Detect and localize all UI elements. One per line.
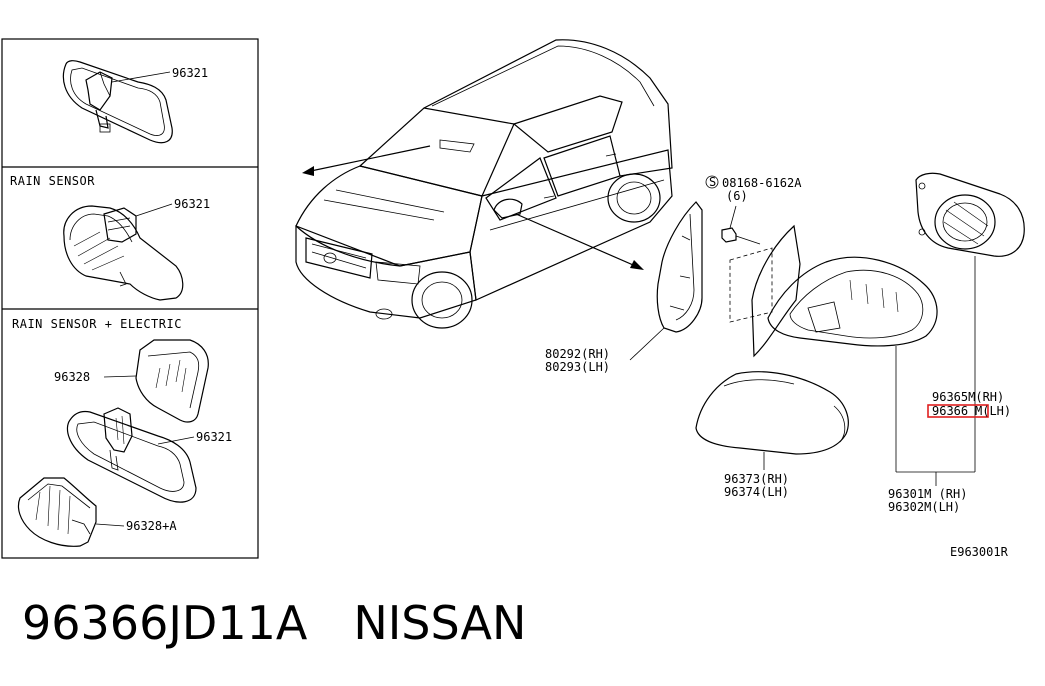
bottom-cover-label: 96328 — [54, 370, 90, 384]
assy-rh-label: 96301M (RH) — [888, 487, 967, 501]
bolt-qty-label: (6) — [726, 189, 748, 203]
sensor-cover-upper — [103, 339, 209, 423]
finisher-rh-label: 80292(RH) — [545, 347, 610, 361]
sensor-cover-lower — [17, 477, 125, 547]
glass-lh-part-label: 96366 — [932, 404, 968, 418]
footer-brand: NISSAN — [353, 596, 527, 650]
bolt-part-label: 08168-6162A — [722, 176, 802, 190]
bottom-mirror-label: 96321 — [196, 430, 232, 444]
middle-panel-title: RAIN SENSOR — [10, 174, 95, 188]
finisher-lh-label: 80293(LH) — [545, 360, 610, 374]
mirror-glass — [915, 172, 1025, 472]
footer: 96366JD11A NISSAN — [22, 596, 526, 650]
mirror-finisher — [629, 201, 703, 361]
diagram-code: E963001R — [950, 545, 1009, 559]
inner-mirror-electric — [66, 407, 197, 503]
leader-arrows — [302, 145, 644, 270]
mirror-cap — [695, 371, 849, 470]
bolt-symbol: S — [709, 175, 716, 189]
bottom-panel-title: RAIN SENSOR + ELECTRIC — [12, 317, 182, 331]
highlight-box — [927, 404, 989, 418]
left-panels-frame — [1, 38, 259, 559]
top-panel-part-label: 96321 — [172, 66, 208, 80]
glass-lh-suffix-label: M(LH) — [975, 404, 1011, 418]
glass-rh-label: 96365M(RH) — [932, 390, 1004, 404]
cap-lh-label: 96374(LH) — [724, 485, 789, 499]
footer-part-number: 96366JD11A — [22, 596, 308, 650]
mirror-base-mount — [729, 224, 801, 358]
car-illustration — [295, 39, 673, 329]
bottom-lower-cover-label: 96328+A — [126, 519, 177, 533]
mirror-housing-assy — [767, 256, 938, 472]
bolt — [705, 175, 761, 245]
middle-panel-part-label: 96321 — [174, 197, 210, 211]
cap-rh-label: 96373(RH) — [724, 472, 789, 486]
inner-mirror-basic — [62, 60, 173, 144]
assy-lh-label: 96302M(LH) — [888, 500, 960, 514]
inner-mirror-rain-sensor — [63, 203, 184, 301]
